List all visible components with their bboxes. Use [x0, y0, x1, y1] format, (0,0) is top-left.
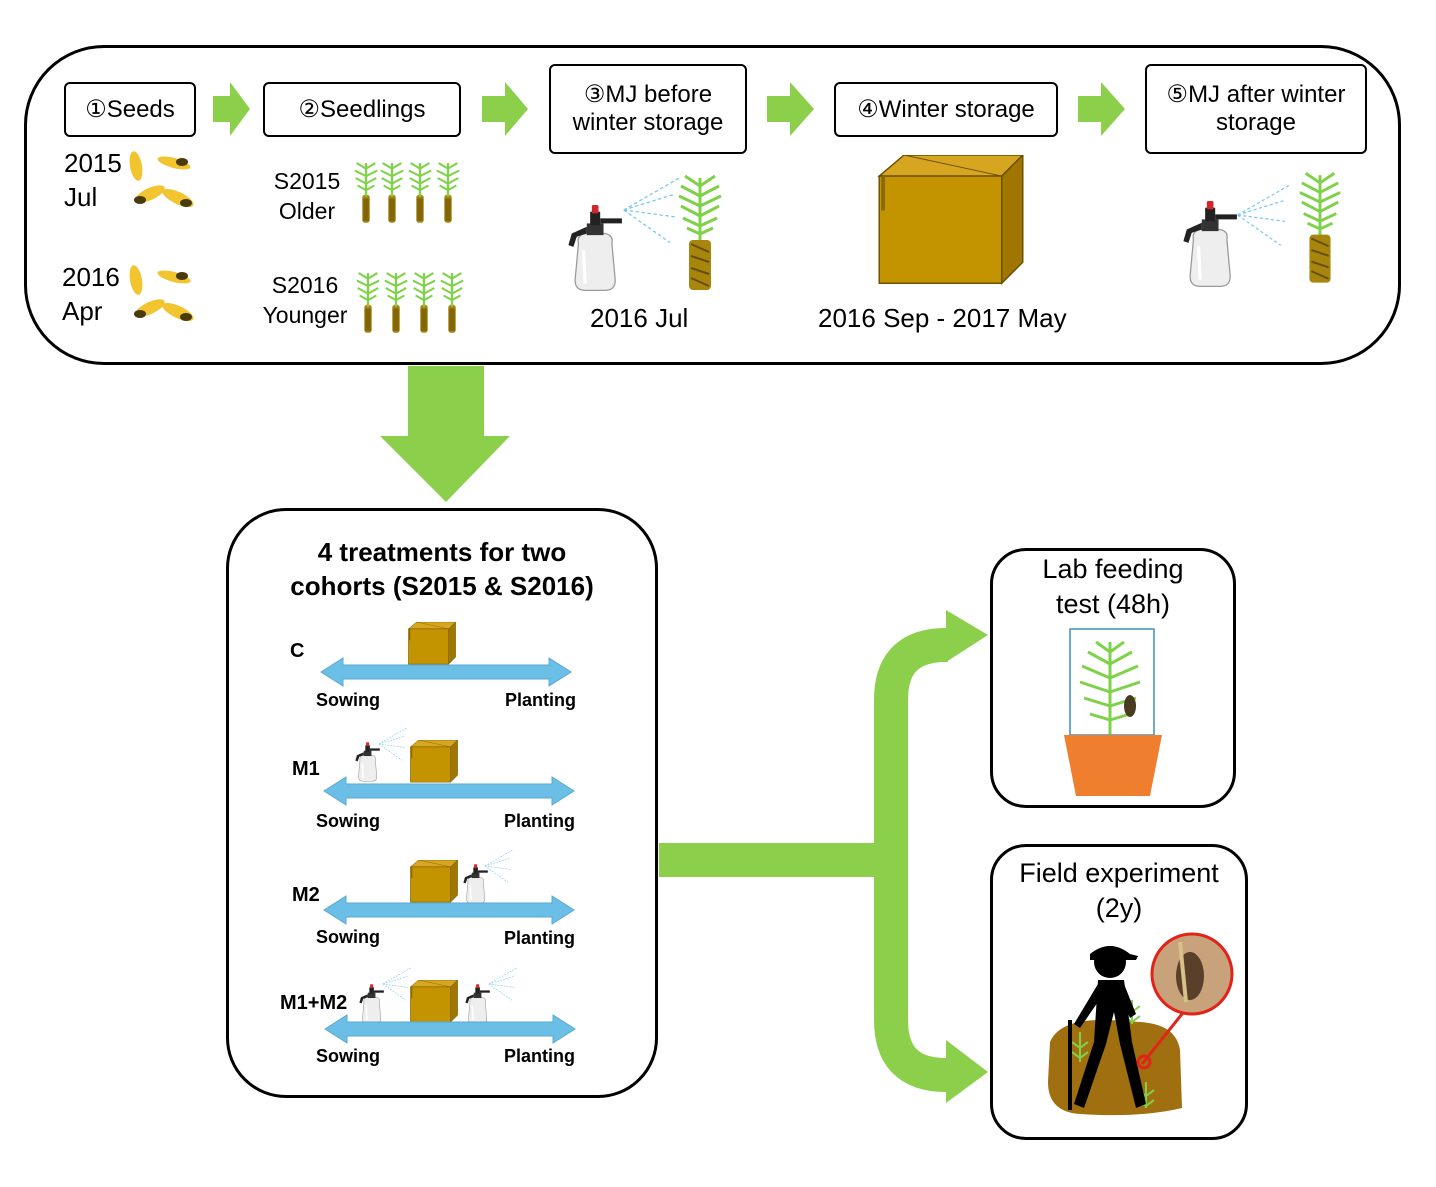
seedling-icon [378, 158, 406, 226]
seed-icon [122, 148, 202, 218]
sowing-label: Sowing [316, 1046, 380, 1066]
lab-test-illustration [1064, 628, 1162, 796]
seedling-younger-label: S2016 Younger [262, 272, 348, 328]
treatments-title: 4 treatments for two cohorts (S2015 & S2… [290, 537, 594, 601]
seedling-icon [434, 158, 462, 226]
step-arrow-3 [767, 82, 814, 136]
field-illustration [1048, 932, 1234, 1116]
connector-horizontal [659, 843, 891, 877]
step-mj-after-label: ⑤MJ after winter storage [1166, 81, 1346, 136]
field-experiment-label: Field experiment (2y) [1019, 858, 1219, 923]
step-seeds-box: ①Seeds [64, 82, 196, 137]
seedling-icon [354, 268, 382, 336]
branch-up-arrowhead [946, 610, 988, 662]
down-arrow [380, 366, 510, 502]
seedling-icon [406, 158, 434, 226]
seedling-icon [410, 268, 438, 336]
step-mj-after-box: ⑤MJ after winter storage [1145, 64, 1367, 154]
planting-label: Planting [505, 690, 576, 710]
sprayer-icon [1178, 196, 1244, 288]
treatment-code: M1+M2 [280, 992, 348, 1014]
planting-label: Planting [504, 811, 575, 831]
step-arrow-4 [1078, 82, 1125, 136]
timeline-arrow [320, 657, 572, 687]
planting-label: Planting [504, 1046, 575, 1066]
sowing-label: Sowing [316, 927, 380, 947]
timeline-arrow [322, 895, 576, 925]
storage-box-icon [877, 155, 1025, 289]
mist-icon [484, 846, 514, 886]
planting-label: Planting [504, 928, 575, 948]
flower-pot [1064, 735, 1162, 796]
seedling-icon [382, 268, 410, 336]
person-icon [1074, 946, 1146, 1108]
sowing-label: Sowing [316, 690, 380, 710]
plug-seedling-icon [675, 172, 725, 292]
sowing-label: Sowing [316, 811, 380, 831]
seedling-icon [352, 158, 380, 226]
branch-down-arrow [874, 860, 948, 1092]
step-winter-storage-box: ④Winter storage [834, 82, 1058, 137]
timeline-arrow [322, 1014, 578, 1044]
seedling-older-label: S2015 Older [273, 168, 341, 224]
step-winter-storage-label: ④Winter storage [857, 95, 1035, 123]
step-seedlings-label: ②Seedlings [298, 95, 426, 123]
storage-date: 2016 Sep - 2017 May [818, 303, 1067, 333]
mj-before-date: 2016 Jul [590, 303, 689, 333]
plug-seedling-icon [1296, 168, 1344, 286]
mist-icon [378, 724, 408, 764]
mist-icon [622, 160, 682, 260]
step-mj-before-box: ③MJ before winter storage [549, 64, 747, 154]
seed-batch-2-label: 2016 Apr [62, 262, 120, 326]
step-seedlings-box: ②Seedlings [263, 82, 461, 137]
branch-up-arrow [874, 628, 948, 860]
treatment-code: C [290, 640, 305, 662]
branch-down-arrowhead [946, 1040, 988, 1103]
mist-icon [488, 964, 518, 1004]
weevil-icon [1124, 695, 1136, 717]
mist-icon [1236, 156, 1292, 274]
step-seeds-label: ①Seeds [85, 95, 175, 123]
sprayer-icon [562, 200, 630, 292]
seedling-icon [438, 268, 466, 336]
treatment-code: M2 [292, 884, 320, 906]
step-mj-before-label: ③MJ before winter storage [572, 81, 724, 136]
walking-stick [1068, 1020, 1072, 1110]
seed-batch-1-label: 2015 Jul [64, 148, 122, 212]
seed-icon [122, 262, 202, 332]
step-arrow-1 [213, 82, 250, 136]
step-arrow-2 [482, 82, 528, 136]
timeline-arrow [322, 776, 576, 806]
treatment-code: M1 [292, 758, 320, 780]
mist-icon [382, 964, 412, 1004]
lab-feeding-label: Lab feeding test (48h) [1042, 554, 1184, 619]
